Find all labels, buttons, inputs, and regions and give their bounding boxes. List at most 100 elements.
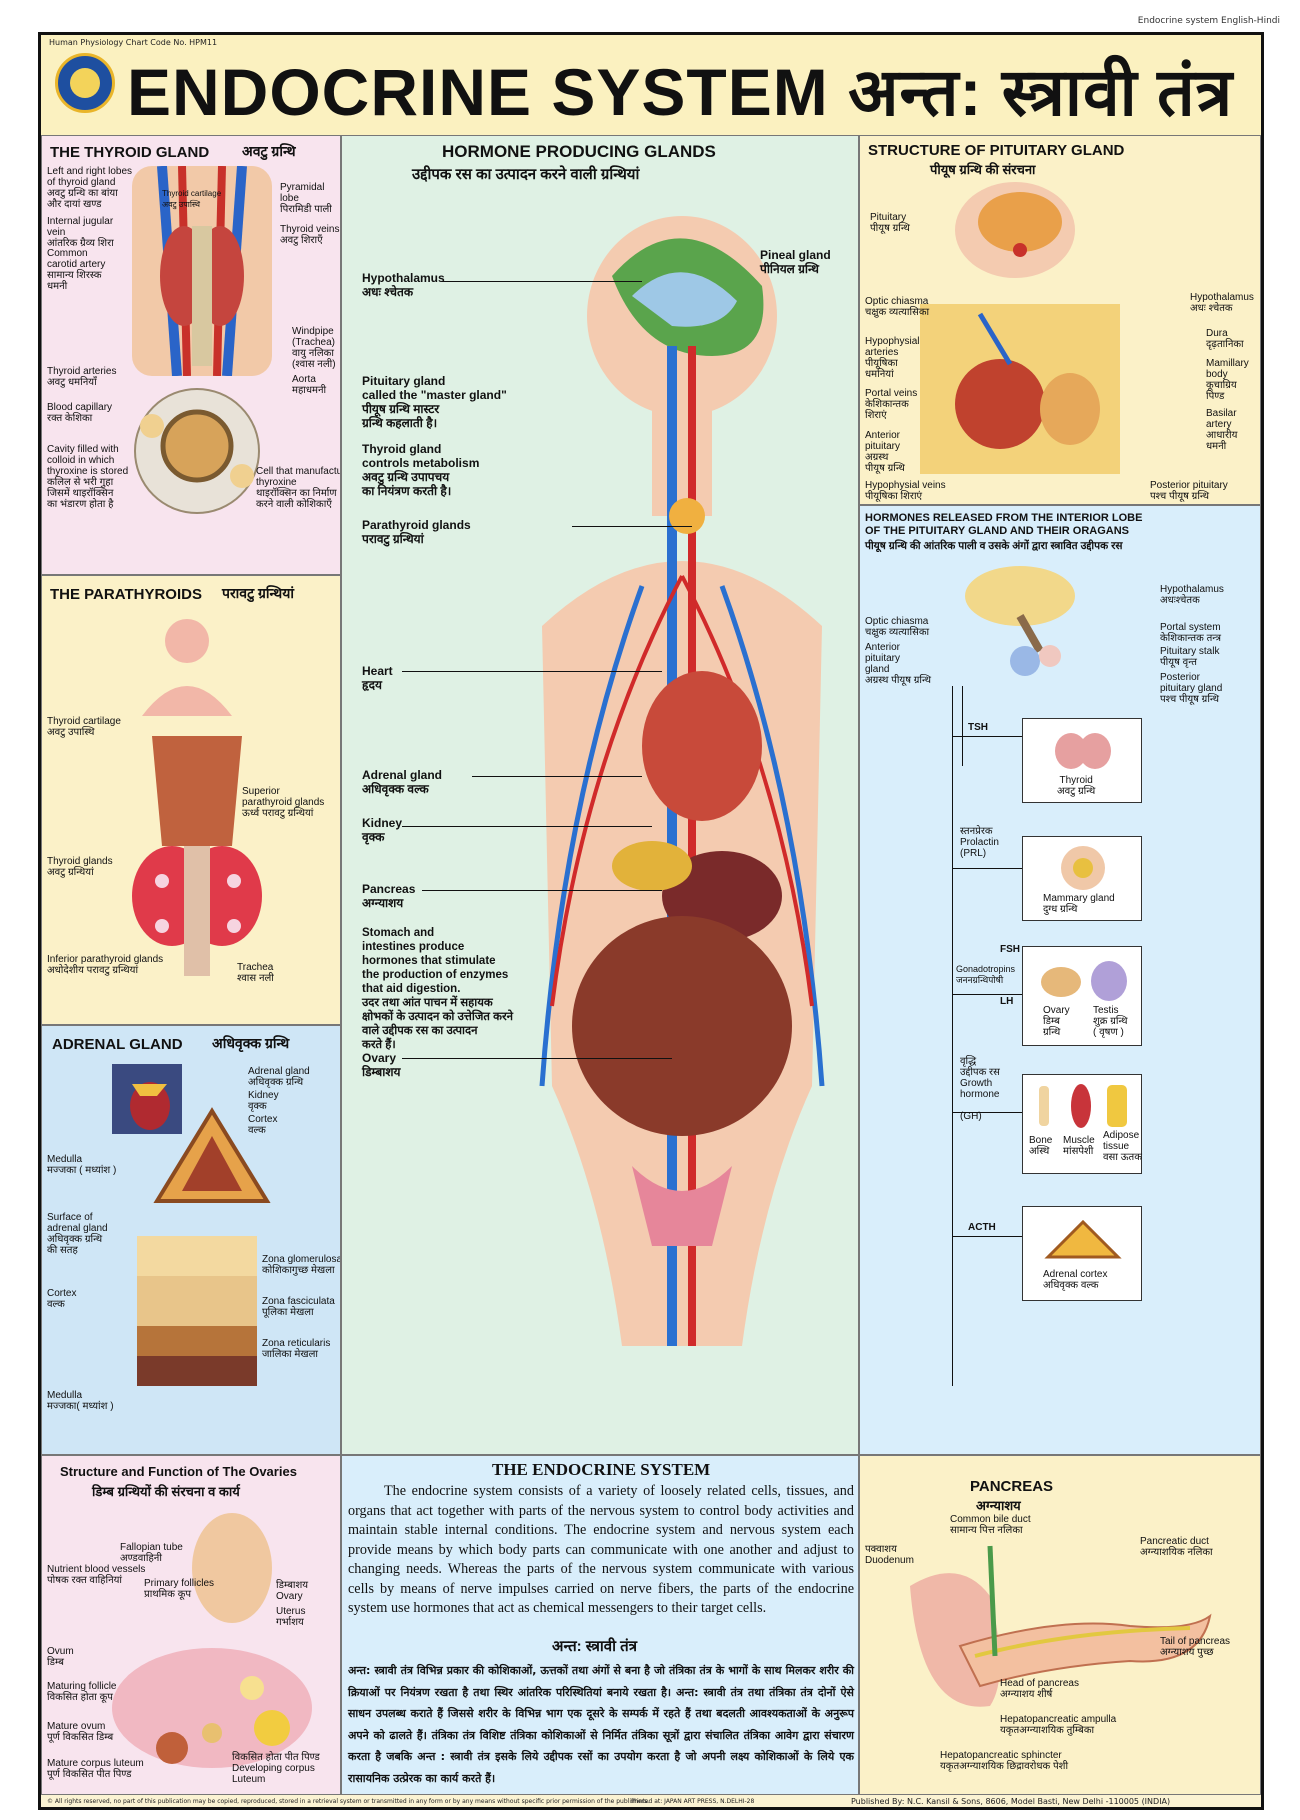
pituitary-head-illustration	[955, 182, 1075, 278]
pituitary-label-portal: Portal veins केशिकान्तक शिराएं	[865, 388, 918, 421]
ovaries-label-developing: विकसित होता पीत पिण्ड Developing corpus …	[232, 1752, 320, 1785]
adrenal-label-surface: Surface of adrenal gland अधिवृक्क ग्रन्थ…	[47, 1212, 108, 1256]
adrenal-kidney-illustration	[112, 1064, 182, 1134]
leader-line	[442, 281, 642, 282]
ovaries-illustration	[112, 1513, 312, 1768]
adrenal-label-gland: Adrenal gland अधिवृक्क ग्रन्थि	[248, 1066, 310, 1088]
parathyroids-label-inferior: Inferior parathyroid glands अधोदेशीय परा…	[47, 954, 164, 976]
adrenal-panel: ADRENAL GLAND अधिवृक्क ग्रन्थि Adrenal g…	[41, 1025, 341, 1455]
hormones-label-lh: LH	[1000, 996, 1014, 1007]
hormones-label-tsh: TSH	[968, 722, 988, 733]
center-label-hypothalamus: Hypothalamus अधः श्चेतक	[362, 271, 445, 299]
thyroid-label-veins: Thyroid veins अवटु शिराएँ	[280, 224, 340, 246]
hormones-label-testis: Testis शुक्र ग्रन्थि ( वृषण )	[1093, 1005, 1128, 1038]
thyroid-panel: THE THYROID GLAND अवटु ग्रन्थि Left and …	[41, 135, 341, 575]
pancreas-label-duct: Pancreatic duct अग्न्याशयिक नलिका	[1140, 1536, 1213, 1558]
center-label-adrenal: Adrenal gland अधिवृक्क वल्क	[362, 768, 443, 796]
human-body-illustration	[539, 216, 825, 1346]
hormone-branch-line	[952, 1236, 1022, 1237]
top-right-note: Endocrine system English-Hindi	[1137, 16, 1280, 26]
hormones-label-prolactin: स्तनप्रेरक Prolactin (PRL)	[960, 826, 999, 859]
adrenal-label-medulla: Medulla मज्जका ( मध्यांश )	[47, 1154, 117, 1176]
adrenal-label-kidney: Kidney वृक्क	[248, 1090, 279, 1112]
center-label-pituitary: Pituitary gland called the "master gland…	[362, 374, 507, 430]
footer-publisher: Published By: N.C. Kansil & Sons, 8606, …	[851, 1797, 1171, 1806]
parathyroids-title: THE PARATHYROIDS	[50, 586, 202, 603]
hormones-pituitary-illustration	[965, 566, 1075, 676]
endocrine-chart: Human Physiology Chart Code No. HPM11 EN…	[38, 32, 1264, 1810]
adrenal-cortex-layers-illustration	[137, 1236, 257, 1386]
hormones-label-growth: वृद्धि उद्दीपक रस Growth hormone (GH)	[960, 1056, 1000, 1122]
thyroid-label-jugular: Internal jugular vein आंतरिक ग्रैव्य शिर…	[47, 216, 114, 249]
thyroid-illustration	[132, 166, 272, 376]
ovaries-label-ovum: Ovum डिम्ब	[47, 1646, 74, 1668]
endocrine-text-panel: THE ENDOCRINE SYSTEM The endocrine syste…	[341, 1455, 859, 1795]
ovaries-label-primary: Primary follicles प्राथमिक कूप	[144, 1578, 215, 1600]
center-label-pineal: Pineal gland पीनियल ग्रन्थि	[760, 248, 831, 276]
endocrine-text-title: THE ENDOCRINE SYSTEM	[492, 1460, 711, 1479]
thyroid-title-hi: अवटु ग्रन्थि	[242, 143, 296, 159]
hormones-label-anterior: Anterior pituitary gland अग्रस्थ पीयूष ग…	[865, 642, 932, 686]
center-label-kidney: Kidney वृक्क	[362, 816, 403, 844]
hormones-label-posterior: Posterior pituitary gland पश्च पीयूष ग्र…	[1160, 672, 1223, 705]
hormones-label-fsh: FSH	[1000, 944, 1020, 955]
leader-line	[402, 671, 662, 672]
adrenal-title-hi: अधिवृक्क ग्रन्थि	[212, 1035, 290, 1051]
pituitary-label-hypophysial: Hypophysial arteries पीयूषिका धमनियां	[865, 336, 920, 380]
center-label-thyroid: Thyroid gland controls metabolism अवटु ग…	[362, 442, 480, 498]
endocrine-text-hindi: अन्त: स्त्रावी तंत्र विभिन्न प्रकार की क…	[348, 1664, 854, 1785]
chart-header: Human Physiology Chart Code No. HPM11 EN…	[41, 35, 1261, 137]
hormone-branch-line	[952, 994, 1022, 995]
hormones-label-portal: Portal system केशिकान्तक तन्त्र	[1160, 622, 1222, 644]
hormones-label-stalk: Pituitary stalk पीयूष वृन्त	[1160, 646, 1220, 668]
pituitary-title: STRUCTURE OF PITUITARY GLAND	[868, 142, 1125, 159]
endocrine-text-english: The endocrine system consists of a varie…	[348, 1483, 854, 1616]
hormone-tree-trunk	[952, 686, 953, 1386]
parathyroids-title-hi: परावटु ग्रन्थियां	[222, 585, 294, 601]
pituitary-label-mamillary: Mamillary body कूचाग्रिय पिण्ड	[1206, 358, 1249, 402]
pituitary-structure-panel: STRUCTURE OF PITUITARY GLAND पीयूष ग्रन्…	[859, 135, 1261, 505]
pancreas-title-hi: अग्न्याशय	[976, 1498, 1021, 1513]
leader-line	[472, 776, 642, 777]
adrenal-cortex-target-box: Adrenal cortex अधिवृक्क वल्क	[1022, 1206, 1142, 1301]
ovaries-title: Structure and Function of The Ovaries	[60, 1464, 297, 1479]
leader-line	[402, 1058, 672, 1059]
thyroid-label-cartilage: Thyroid cartilage अवटु उपास्थि	[162, 189, 222, 209]
pituitary-label-pituitary: Pituitary पीयूष ग्रन्थि	[870, 212, 910, 234]
thyroid-label-arteries: Thyroid arteries अवटु धमनियाँ	[47, 366, 117, 388]
hormones-label-ovary: Ovary डिम्ब ग्रन्थि	[1043, 1005, 1070, 1038]
pituitary-label-posterior: Posterior pituitary पश्च पीयूष ग्रन्थि	[1150, 480, 1228, 502]
growth-target-box: Bone अस्थि Muscle मांसपेशी Adipose tissu…	[1022, 1074, 1142, 1174]
thyroid-label-pyramidal: Pyramidal lobe पिरामिडी पाली	[280, 182, 332, 215]
ovaries-label-uterus: Uterus गर्भाशय	[276, 1606, 306, 1628]
ovaries-label-fallopian: Fallopian tube अण्डवाहिनी	[120, 1542, 183, 1564]
center-label-heart: Heart हृदय	[362, 664, 393, 692]
leader-line	[402, 826, 652, 827]
pituitary-label-dura: Dura दृढ़तानिका	[1206, 328, 1244, 350]
thyroid-label-cell: Cell that manufacture thyroxine थाइरॉक्स…	[256, 466, 340, 510]
center-label-ovary: Ovary डिम्बाशय	[362, 1051, 401, 1079]
thyroid-title: THE THYROID GLAND	[50, 144, 210, 161]
hormones-label-bone: Bone अस्थि	[1029, 1135, 1053, 1157]
bone-muscle-adipose-icon	[1039, 1084, 1127, 1128]
pituitary-title-hi: पीयूष ग्रन्थि की संरचना	[930, 162, 1036, 177]
ovaries-title-hi: डिम्ब ग्रन्थियों की संरचना व कार्य	[92, 1484, 240, 1499]
ovaries-label-ovary: डिम्बाशय Ovary	[276, 1580, 309, 1602]
adrenal-label-glomerulosa: Zona glomerulosa कोशिकागुच्छ मेखला	[262, 1254, 341, 1276]
mammary-target-icon	[1061, 846, 1105, 890]
parathyroids-label-trachea: Trachea श्वास नली	[237, 962, 274, 984]
pituitary-detail-illustration	[920, 304, 1120, 474]
pancreas-label-duodenum: पक्वाशय Duodenum	[865, 1544, 914, 1566]
ovaries-label-corpus: Mature corpus luteum पूर्ण विकसित पीत पि…	[47, 1758, 144, 1780]
chart-code: Human Physiology Chart Code No. HPM11	[49, 38, 218, 47]
hormones-label-muscle: Muscle मांसपेशी	[1063, 1135, 1095, 1157]
hormones-label-optic: Optic chiasma चक्षुक व्यत्यासिका	[865, 616, 930, 638]
hormones-title: HORMONES RELEASED FROM THE INTERIOR LOBE…	[865, 512, 1143, 537]
thyroid-label-windpipe: Windpipe (Trachea) वायु नलिका (श्वास नली…	[292, 326, 336, 370]
thyroid-label-capillary: Blood capillary रक्त केशिका	[47, 402, 113, 424]
thyroid-label-cavity: Cavity filled with colloid in which thyr…	[47, 444, 129, 510]
adrenal-title: ADRENAL GLAND	[52, 1036, 183, 1053]
center-title: HORMONE PRODUCING GLANDS	[442, 142, 716, 161]
hormones-label-adipose: Adipose tissue वसा ऊतक	[1103, 1130, 1142, 1163]
hormones-title-hi: पीयूष ग्रन्थि की आंतरिक पाली व उसके अंगो…	[865, 540, 1123, 552]
